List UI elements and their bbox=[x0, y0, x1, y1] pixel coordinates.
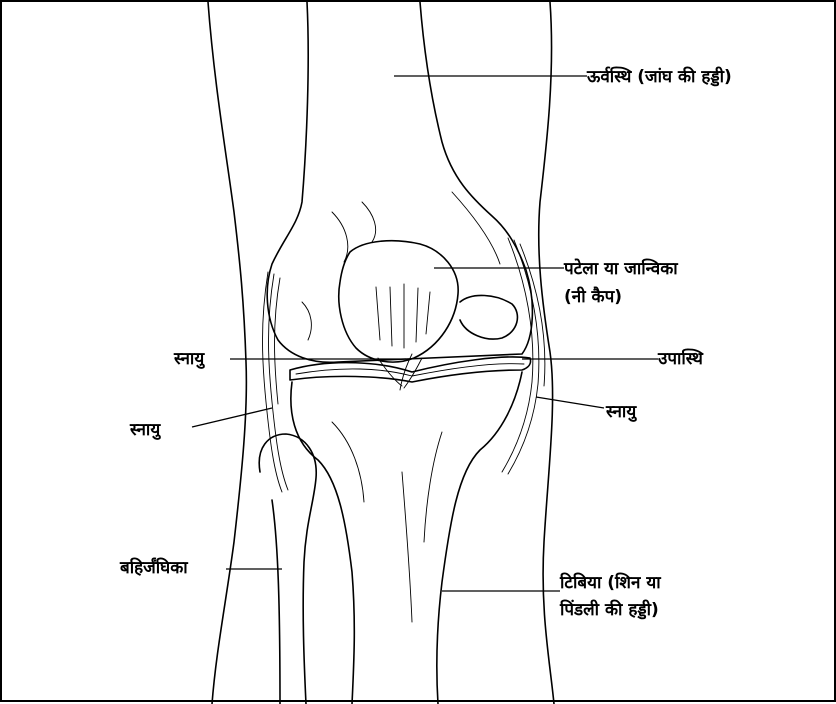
label-ligament-left: स्नायु bbox=[130, 417, 160, 443]
label-fibula: बहिर्जंघिका bbox=[120, 555, 188, 581]
label-ligament-upper-left: स्नायु bbox=[174, 346, 204, 372]
meniscus-lines bbox=[296, 364, 524, 376]
leg-outline-left bbox=[208, 2, 246, 704]
label-meniscus: उपास्थि bbox=[658, 346, 703, 372]
leg-outline-right bbox=[539, 2, 554, 704]
femur-condyle bbox=[460, 295, 517, 339]
tibia-bone bbox=[291, 372, 522, 704]
label-tibia-line1: टिबिया (शिन या bbox=[560, 570, 661, 596]
label-tibia-line2: पिंडली की हड्डी) bbox=[560, 597, 659, 623]
label-ligament-right: स्नायु bbox=[606, 399, 636, 425]
label-patella-line1: पटेला या जान्विका bbox=[564, 256, 678, 282]
femur-shading bbox=[302, 192, 500, 340]
label-femur: ऊर्वस्थि (जांघ की हड्डी) bbox=[587, 64, 732, 90]
tibia-shading bbox=[332, 422, 442, 622]
patella-bone bbox=[339, 241, 458, 362]
patella-shading bbox=[376, 284, 430, 348]
ligament-right-strands bbox=[502, 238, 545, 474]
label-patella-line2: (नी कैप) bbox=[564, 284, 622, 310]
leader-ligament-right bbox=[536, 397, 604, 408]
leader-ligament-left bbox=[192, 408, 272, 427]
ligament-left-strands bbox=[263, 272, 289, 492]
